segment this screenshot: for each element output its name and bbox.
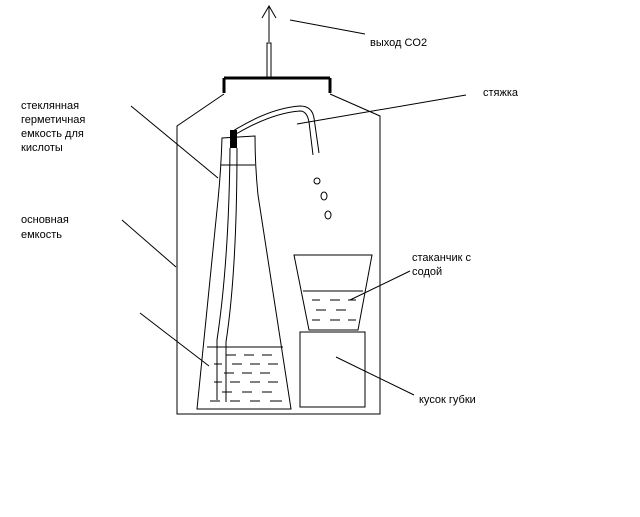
sponge-block bbox=[299, 331, 366, 408]
svg-text:кислоты: кислоты bbox=[21, 142, 63, 154]
label-tie: стяжка bbox=[483, 87, 519, 99]
label-sponge: кусок губки bbox=[419, 394, 476, 406]
soda-cup bbox=[293, 254, 373, 331]
inner-tube bbox=[216, 147, 238, 402]
co2-outlet-tube bbox=[266, 6, 272, 79]
svg-text:герметичная: герметичная bbox=[21, 114, 85, 126]
label-main-vessel: основная емкость bbox=[21, 214, 69, 241]
svg-text:емкость: емкость bbox=[21, 229, 62, 241]
label-co2-outlet: выход CO2 bbox=[370, 37, 427, 49]
label-soda-cup: стаканчик с содой bbox=[412, 252, 472, 278]
label-acid-vessel: стеклянная герметичная емкость для кисло… bbox=[21, 100, 85, 154]
up-arrow-icon bbox=[261, 5, 277, 19]
main-container bbox=[176, 93, 381, 415]
gas-bubbles bbox=[313, 177, 332, 220]
svg-text:емкость для: емкость для bbox=[21, 128, 84, 140]
tie-tube bbox=[232, 105, 320, 156]
svg-text:основная: основная bbox=[21, 214, 69, 226]
svg-text:стеклянная: стеклянная bbox=[21, 100, 79, 112]
svg-text:содой: содой bbox=[412, 266, 442, 278]
tube-stopper bbox=[230, 130, 237, 148]
container-lid bbox=[222, 76, 332, 93]
acid-vessel bbox=[196, 135, 292, 410]
acid-liquid bbox=[207, 346, 283, 402]
svg-text:стаканчик с: стаканчик с bbox=[412, 252, 472, 264]
leader-lines bbox=[121, 19, 467, 396]
